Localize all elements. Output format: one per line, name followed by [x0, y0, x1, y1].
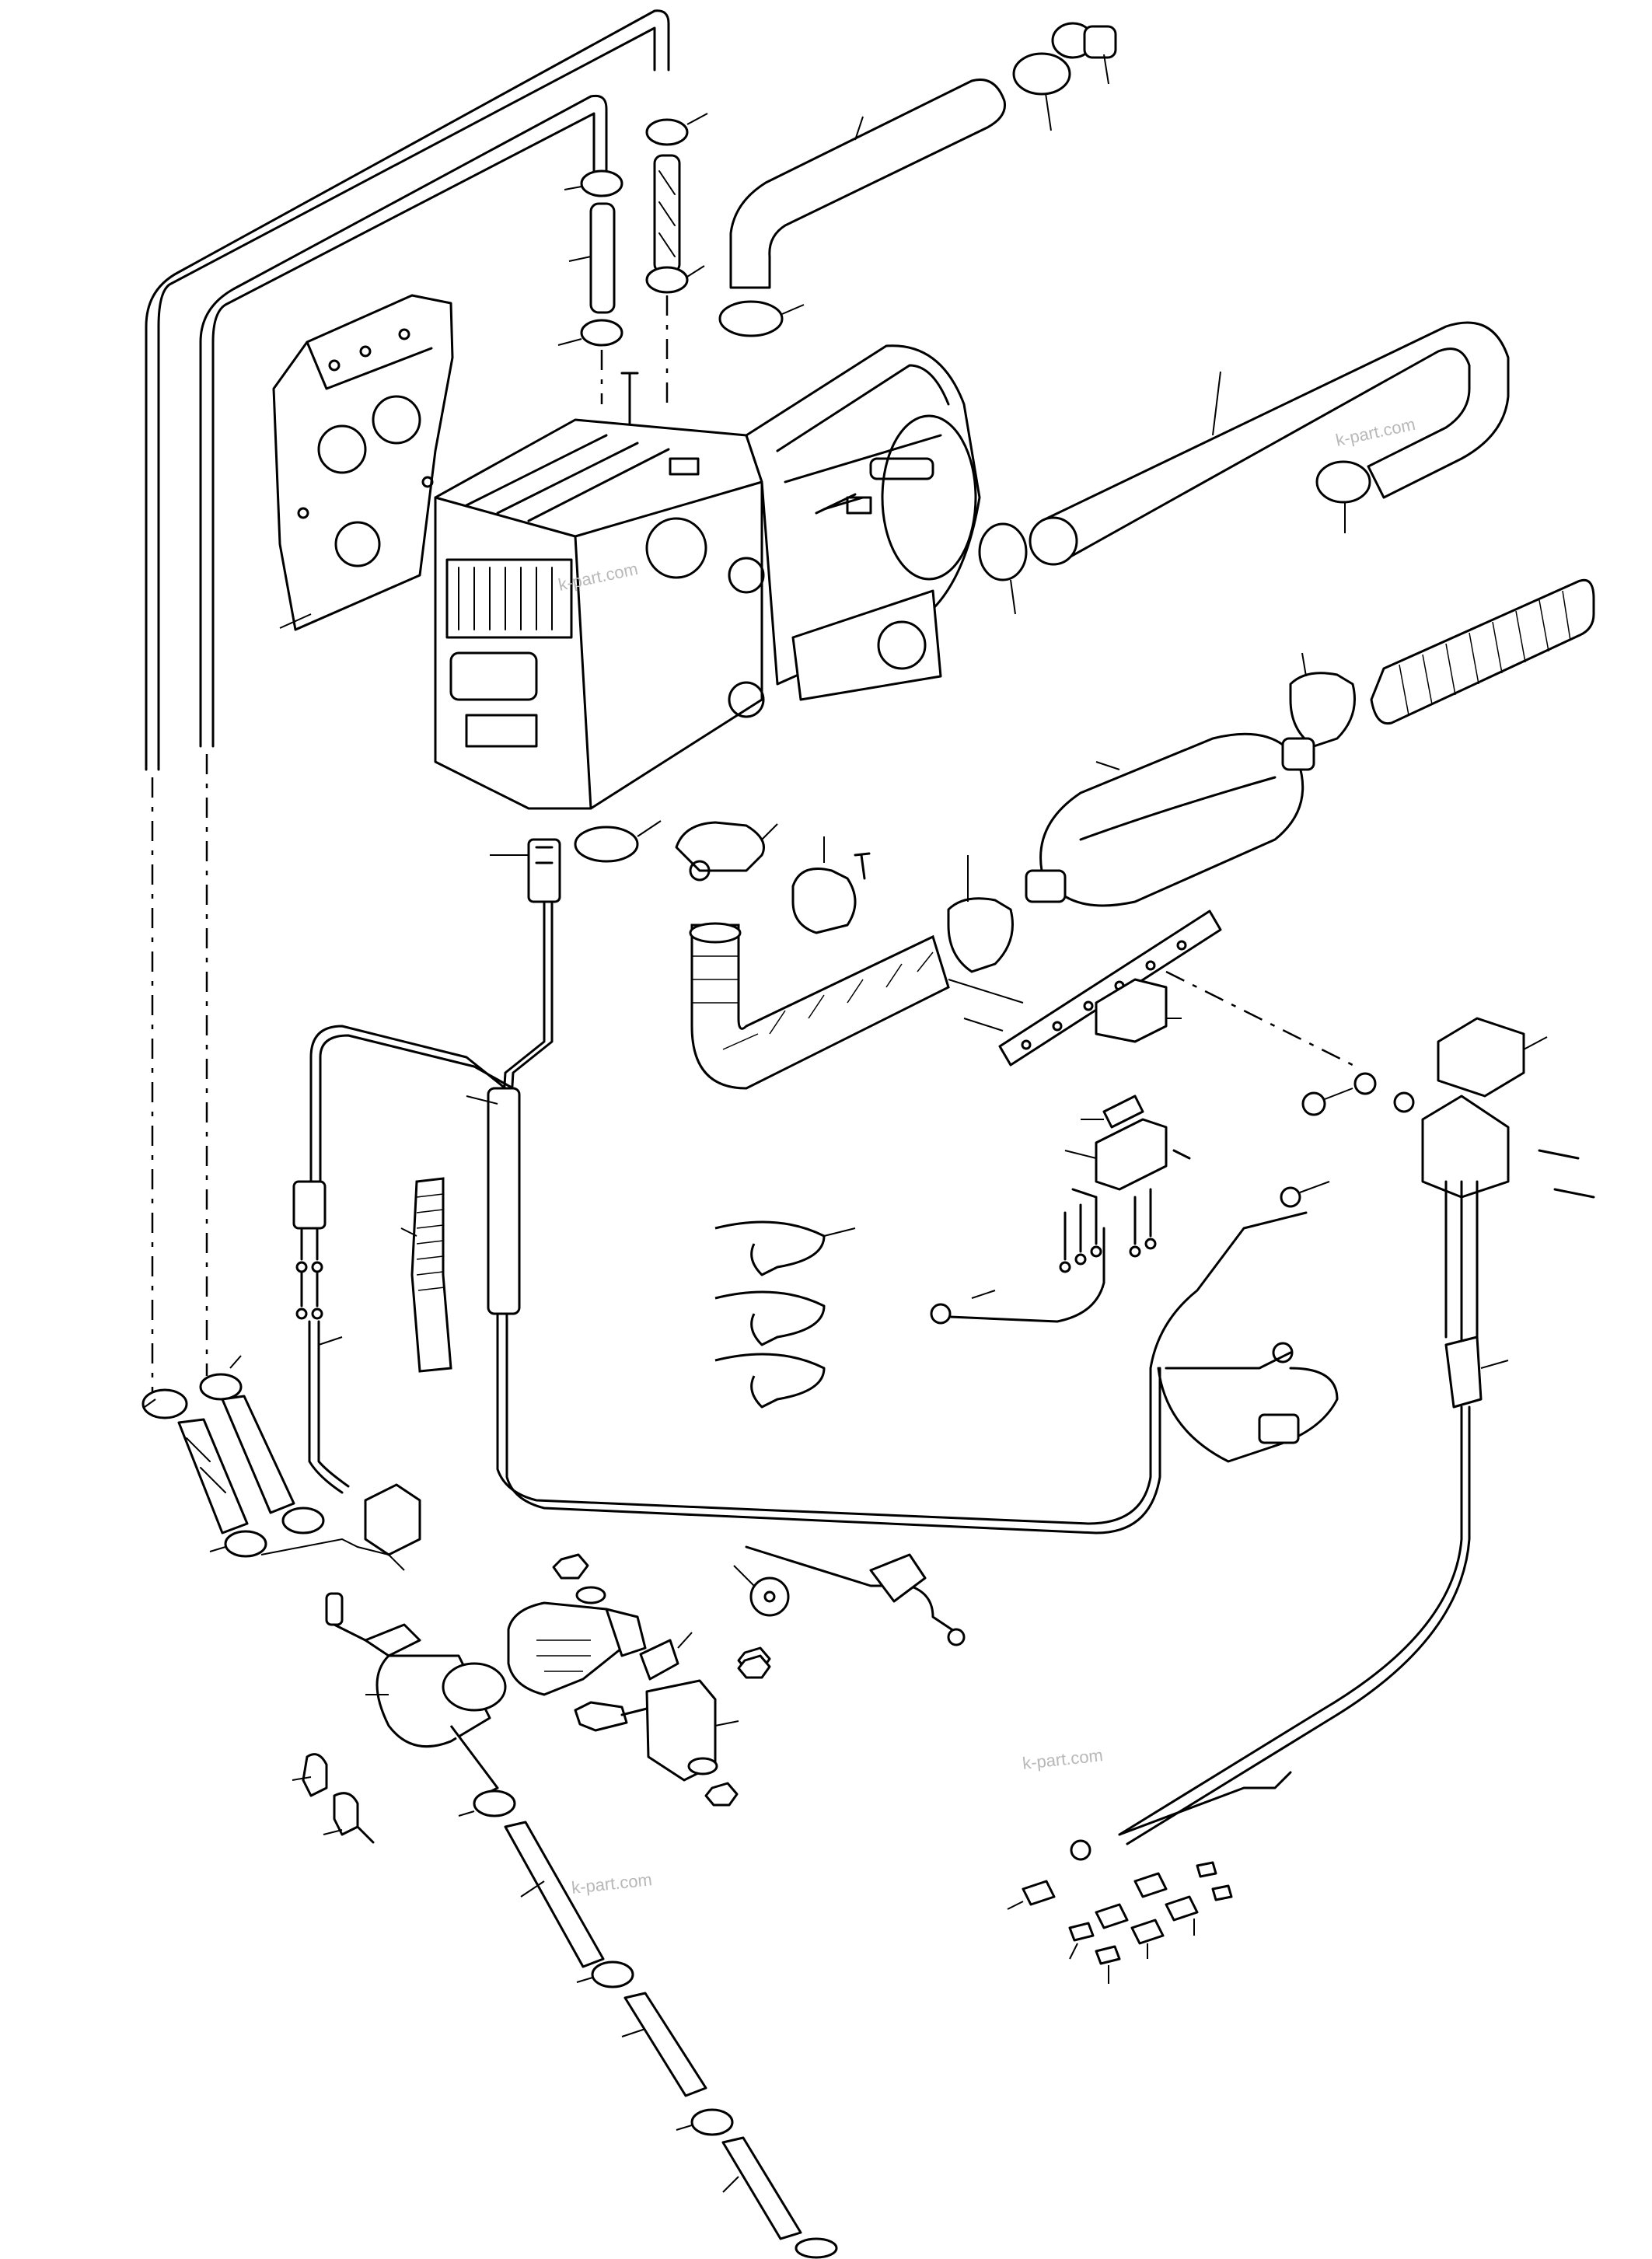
hose-clamp-1 — [645, 113, 708, 146]
intake-elbow-hose — [729, 79, 1007, 289]
fuse-holder — [1064, 1118, 1191, 1191]
diagnostic-connector — [1157, 1342, 1339, 1463]
watermark: k-part.com — [571, 1870, 653, 1898]
fuel-pump — [325, 1592, 507, 1797]
clip-screw — [854, 852, 871, 880]
terminal-pins — [1059, 1188, 1157, 1273]
heater-unit — [434, 344, 981, 810]
hose-segment-2 — [568, 202, 616, 314]
harness-connector-top — [490, 838, 561, 903]
coolant-hose-clamp-2 — [978, 522, 1028, 615]
main-relay — [1437, 1017, 1548, 1098]
exhaust-clamp-right — [1289, 652, 1356, 748]
grommet — [733, 1565, 790, 1617]
intake-clamp-top — [1012, 52, 1071, 131]
bracket-nuts — [687, 1646, 771, 1807]
mount-nut-washer — [552, 1553, 606, 1604]
relay-block — [1095, 978, 1182, 1043]
fuel-pump-plug — [364, 1483, 421, 1556]
hose-clamp-3 — [564, 169, 623, 197]
nut-washer — [1353, 1072, 1415, 1113]
intake-silencer-cap — [1051, 22, 1117, 85]
harness-branch-right — [1118, 1335, 1509, 1845]
exhaust-flange-clamp — [574, 820, 662, 863]
coolant-u-hose — [1029, 321, 1510, 566]
fuel-line-outer — [145, 9, 670, 771]
connector-kit — [1007, 1771, 1292, 1984]
harness-end-connector — [745, 1545, 966, 1646]
fuel-line-inner — [199, 94, 608, 748]
fuse-screw — [1071, 1188, 1098, 1199]
ring-terminal-1 — [1301, 1088, 1353, 1116]
exhaust-clamp-left — [947, 855, 1014, 973]
exhaust-flex-pipe — [689, 922, 950, 1090]
main-wiring-harness — [309, 892, 1308, 1535]
hose-clamp-2 — [645, 265, 705, 294]
mounting-plate — [272, 294, 454, 631]
pipe-clip — [791, 836, 857, 934]
socket-screw-1 — [1538, 1149, 1580, 1160]
watermark: k-part.com — [1334, 414, 1417, 450]
fuel-hose-upper — [141, 1355, 295, 1535]
hose-segment-1 — [653, 154, 681, 274]
cable-ties — [714, 1220, 856, 1409]
ground-lead — [930, 1227, 1105, 1325]
mount-bolt — [574, 1701, 655, 1732]
fuel-pump-connector — [292, 1180, 350, 1494]
watermark: k-part.com — [1022, 1745, 1104, 1773]
exhaust-silencer — [1025, 732, 1315, 907]
fuel-hose-clamps-lower — [209, 1507, 325, 1558]
socket-screw-2 — [1553, 1188, 1595, 1199]
coolant-hose-clamp-1 — [1315, 460, 1371, 533]
hose-clamp-4 — [557, 319, 623, 347]
protective-sleeve — [400, 1177, 452, 1373]
pump-outlet-fitting — [292, 1753, 375, 1844]
fuel-union — [639, 1632, 693, 1681]
exhaust-flex-tube — [1370, 578, 1595, 725]
relay-socket — [1421, 1095, 1510, 1354]
ring-terminal-2 — [1280, 1181, 1330, 1208]
fuel-line-lower — [458, 1789, 838, 2259]
intake-hose-clamp — [718, 300, 805, 337]
relay-socket-fuse — [1081, 1095, 1144, 1129]
coolant-bolt — [815, 493, 857, 515]
fuel-pump-mount — [507, 1601, 647, 1696]
exhaust-pipe-clamp — [675, 821, 778, 882]
